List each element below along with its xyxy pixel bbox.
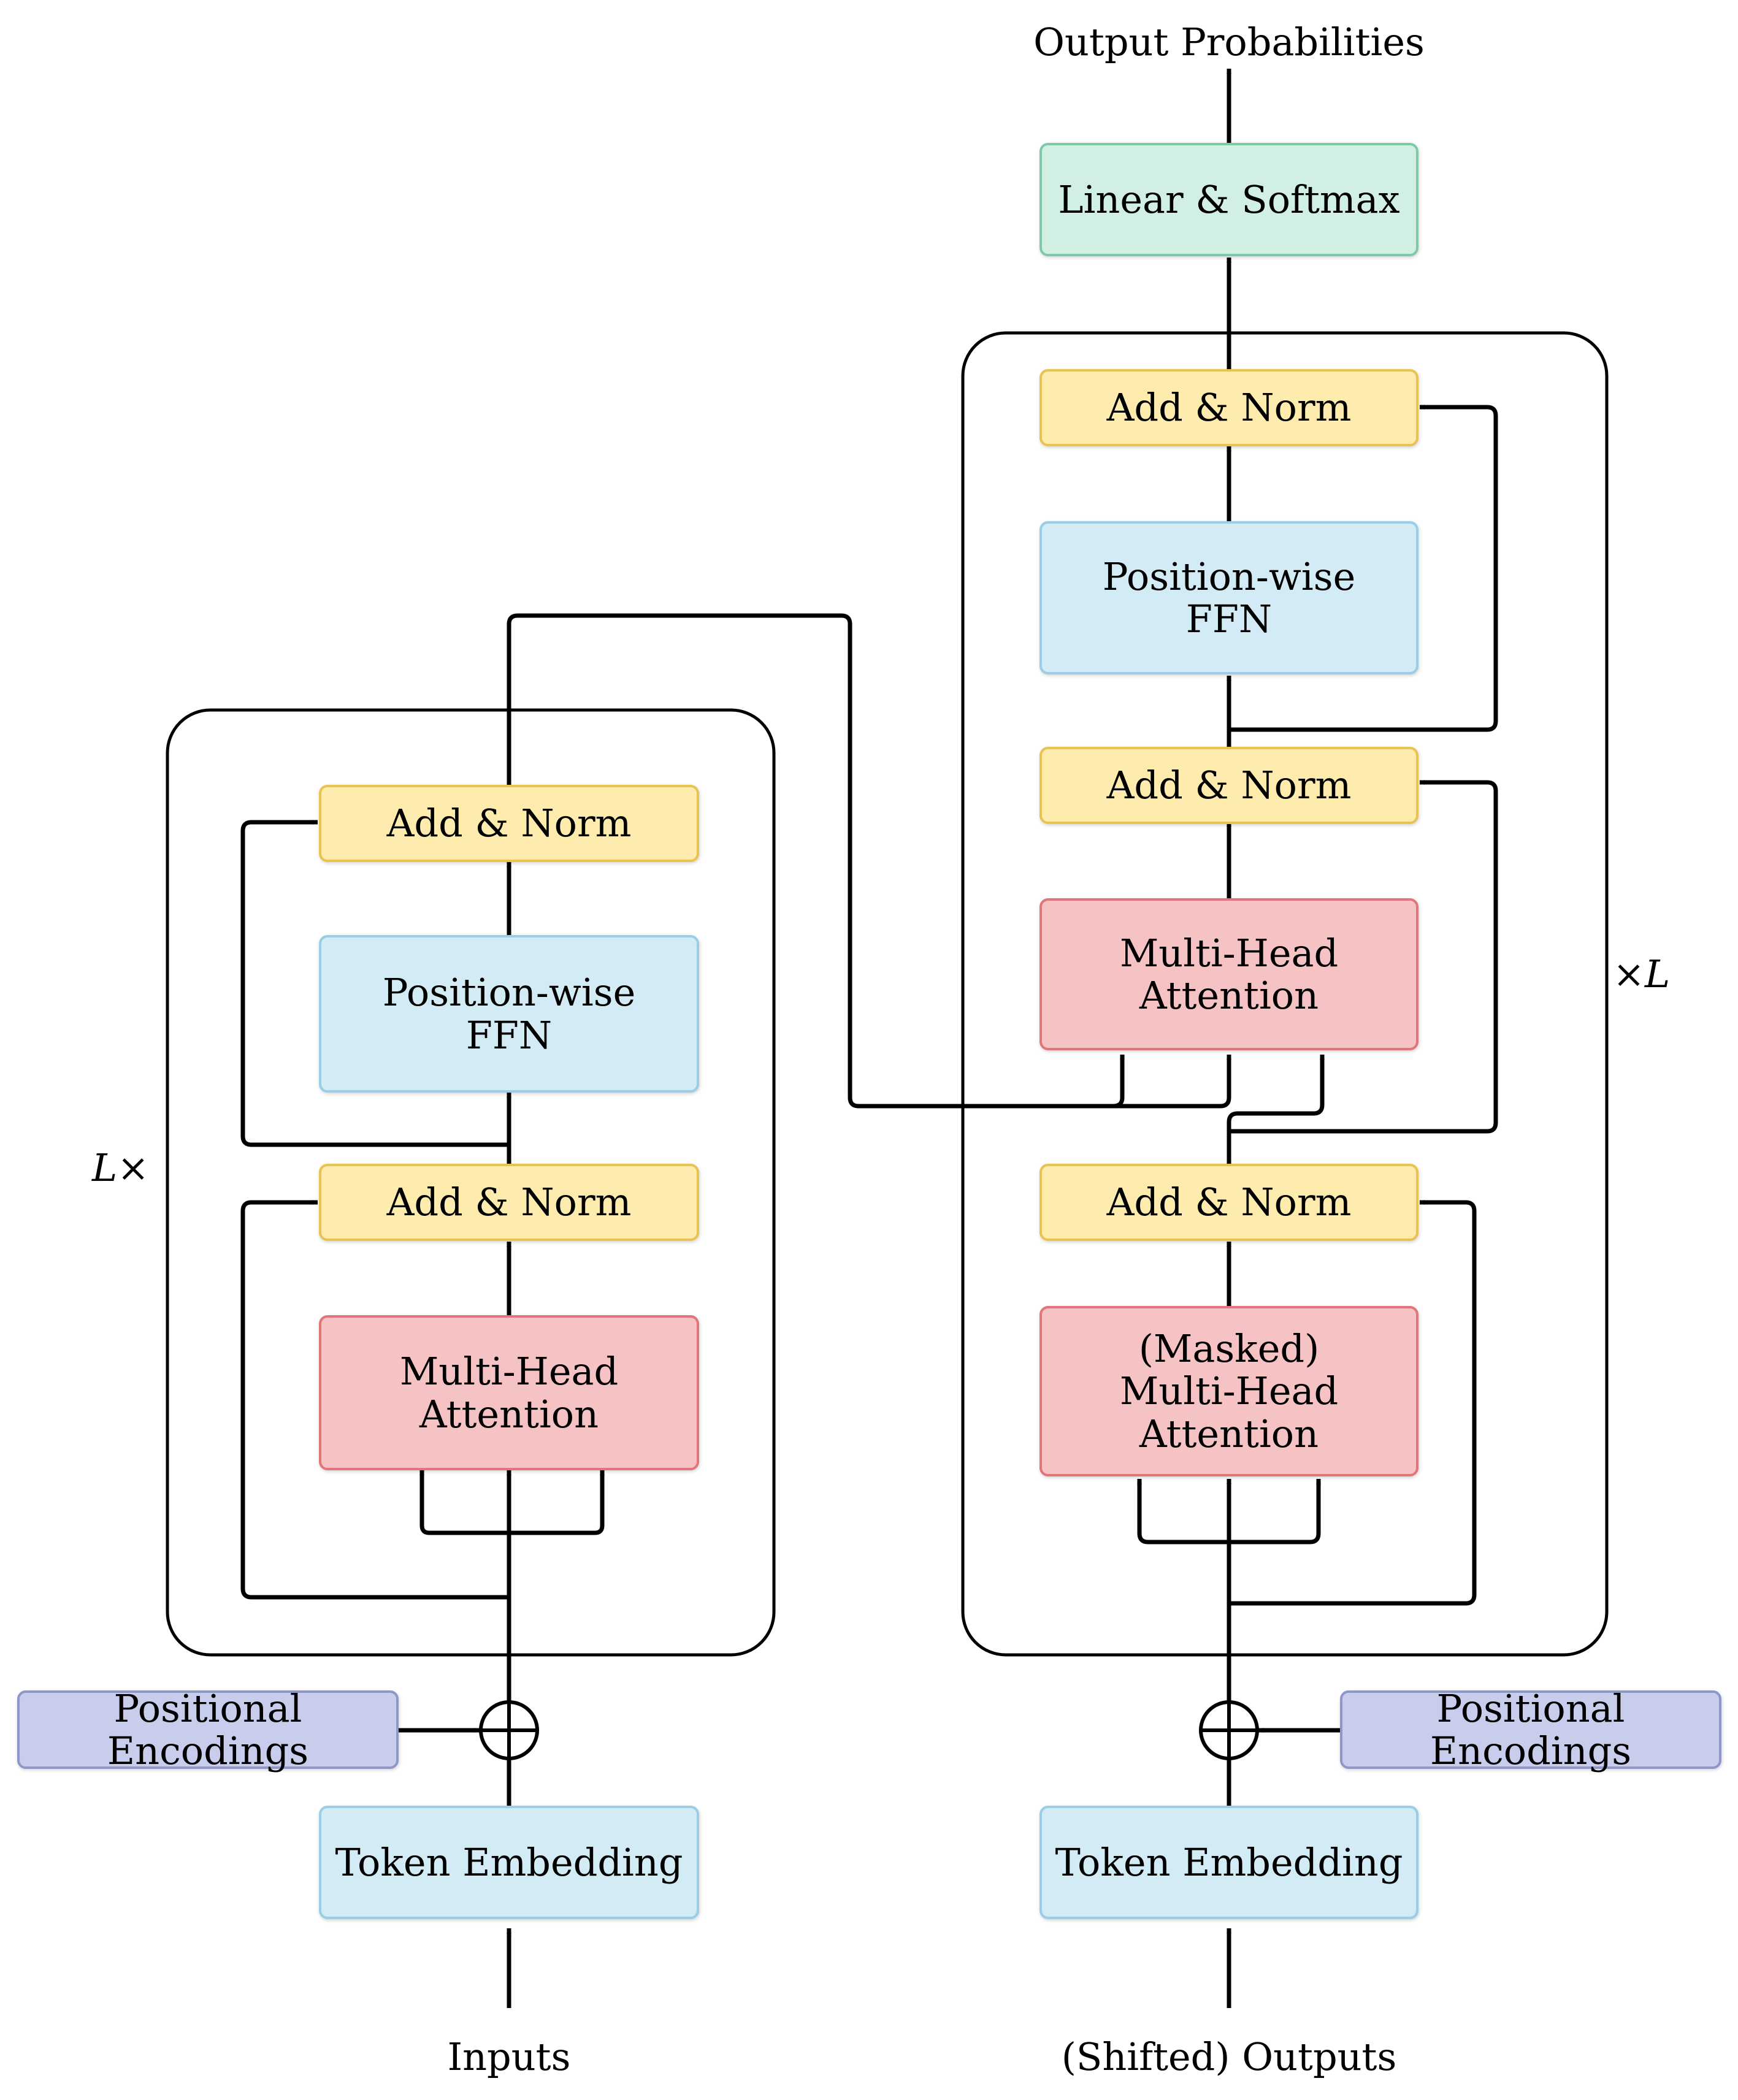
encoder-token-embedding: Token Embedding <box>319 1806 699 1919</box>
decoder-sum-node <box>1199 1700 1259 1760</box>
decoder-add-norm-bottom: Add & Norm <box>1039 1164 1418 1241</box>
shifted-outputs-label: (Shifted) Outputs <box>1061 2034 1397 2079</box>
decoder-linear-softmax: Linear & Softmax <box>1039 143 1418 256</box>
decoder-addnorm-to-cross-q <box>1227 1055 1325 1164</box>
encoder-add-norm-bottom: Add & Norm <box>319 1164 699 1241</box>
decoder-add-norm-middle: Add & Norm <box>1039 747 1418 824</box>
decoder-add-norm-top: Add & Norm <box>1039 369 1418 446</box>
encoder-block-frame <box>166 708 776 1657</box>
decoder-ffn: Position-wise FFN <box>1039 521 1418 674</box>
decoder-cross-attention: Multi-Head Attention <box>1039 898 1418 1050</box>
encoder-multi-head-attention: Multi-Head Attention <box>319 1315 699 1470</box>
encoder-sum-node <box>479 1700 539 1760</box>
encoder-ffn: Position-wise FFN <box>319 935 699 1093</box>
decoder-residual-1 <box>1229 1200 1477 1606</box>
decoder-residual-3 <box>1229 405 1498 732</box>
encoder-output-to-decoder-v <box>1079 1055 1231 1109</box>
decoder-token-embedding: Token Embedding <box>1039 1806 1418 1919</box>
encoder-qkv-split <box>419 1470 509 1535</box>
decoder-masked-attention: (Masked) Multi-Head Attention <box>1039 1306 1418 1476</box>
decoder-block-frame <box>961 331 1609 1657</box>
decoder-qkv-split-right <box>1229 1479 1321 1544</box>
encoder-residual-1 <box>240 1200 509 1600</box>
output-probabilities-label: Output Probabilities <box>1033 20 1425 64</box>
encoder-repeat-label: L× <box>92 1145 150 1190</box>
encoder-add-norm-top: Add & Norm <box>319 785 699 862</box>
inputs-label: Inputs <box>447 2034 571 2079</box>
encoder-positional-encodings: Positional Encodings <box>17 1687 399 1772</box>
decoder-repeat-label: ×L <box>1613 952 1671 996</box>
encoder-qkv-split-right <box>509 1470 605 1535</box>
encoder-residual-2 <box>240 820 509 1147</box>
decoder-qkv-split <box>1137 1479 1229 1544</box>
decoder-positional-encodings: Positional Encodings <box>1340 1687 1721 1772</box>
decoder-residual-2 <box>1229 780 1498 1134</box>
